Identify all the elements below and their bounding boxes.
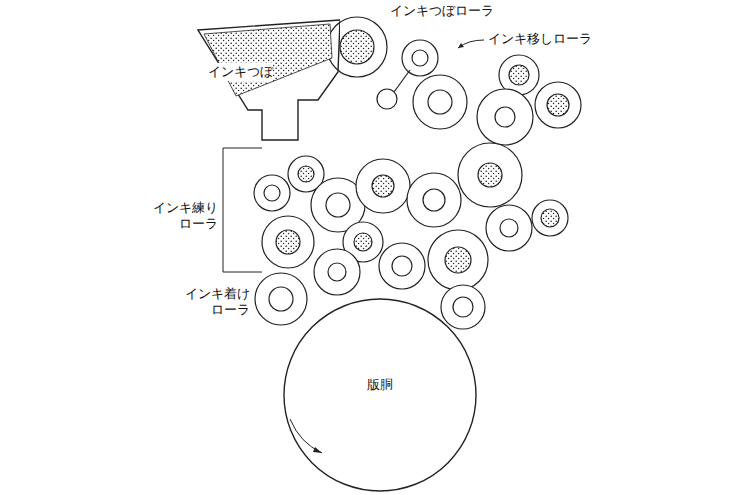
- roller: [379, 243, 425, 289]
- roller-shaft: [392, 256, 412, 276]
- roller-shaft: [509, 65, 529, 85]
- roller-shaft: [541, 209, 559, 227]
- roller: [254, 175, 290, 211]
- roller: [262, 216, 314, 268]
- part-label: インキ練り ローラ: [153, 200, 218, 233]
- roller-shaft: [445, 247, 471, 273]
- part-label: インキ移しローラ: [488, 31, 592, 47]
- roller: [441, 285, 485, 329]
- roller: [255, 273, 307, 325]
- roller-shaft: [453, 297, 473, 317]
- node-label: 版胴: [367, 376, 393, 394]
- roller-shaft: [428, 90, 452, 114]
- node-outline: [282, 297, 478, 493]
- roller-shaft: [298, 166, 314, 182]
- roller-shaft: [478, 163, 502, 187]
- roller-shaft: [264, 185, 280, 201]
- plate-cylinder: 版胴: [282, 297, 478, 493]
- node-label: インキつぼ: [208, 63, 273, 81]
- roller-shaft: [423, 189, 445, 211]
- roller-shaft: [340, 30, 374, 64]
- roller: [486, 205, 532, 251]
- roller-shaft: [500, 219, 518, 237]
- roller-shaft: [328, 263, 346, 281]
- roller: [314, 249, 360, 295]
- roller: [327, 17, 387, 77]
- roller-shaft: [269, 287, 293, 311]
- roller: [458, 143, 522, 207]
- part-label: インキつぼローラ: [390, 3, 494, 19]
- roller: [428, 230, 488, 290]
- roller: [356, 159, 410, 213]
- part-label: インキ着け ローラ: [185, 286, 250, 319]
- roller-shaft: [326, 193, 350, 217]
- roller-shaft: [354, 233, 372, 251]
- roller: [535, 82, 581, 128]
- roller: [407, 173, 461, 227]
- roller-shaft: [372, 175, 394, 197]
- roller-shaft: [276, 230, 300, 254]
- ink-fountain: インキつぼ: [190, 12, 340, 147]
- roller: [413, 75, 467, 129]
- roller: [477, 89, 533, 145]
- roller-shaft: [547, 94, 569, 116]
- roller: [402, 40, 438, 76]
- roller-shaft: [412, 50, 428, 66]
- roller-shaft: [495, 107, 515, 127]
- roller: [532, 200, 568, 236]
